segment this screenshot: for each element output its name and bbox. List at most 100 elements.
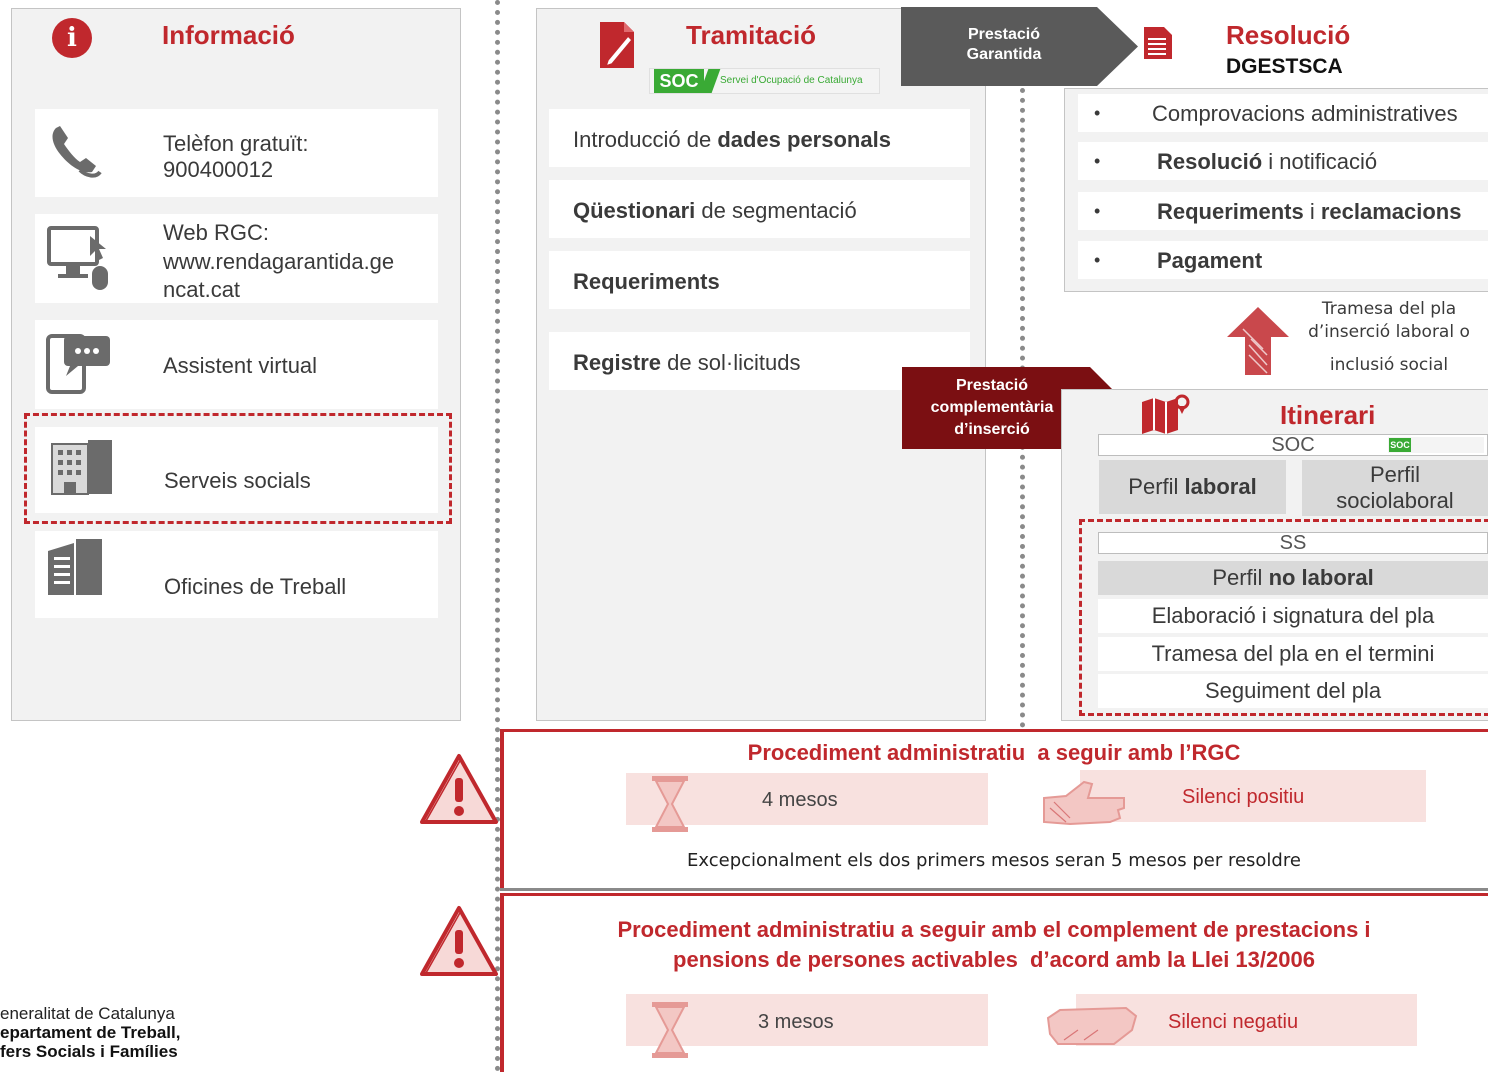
procediment-rgc-title: Procediment administratiu a seguir amb l… bbox=[747, 740, 1241, 765]
procediment-complement-bracket bbox=[500, 893, 504, 1072]
text: i notificació bbox=[1262, 149, 1378, 174]
bullet: • bbox=[1094, 151, 1101, 171]
perfil-no-laboral: Perfil no laboral bbox=[1098, 561, 1488, 595]
bullet: • bbox=[1094, 250, 1101, 270]
soc-logo: SOC Servei d'Ocupació de Catalunya bbox=[649, 68, 880, 94]
map-pin-icon bbox=[1140, 394, 1192, 434]
resolucio-item-pagament: • Pagament bbox=[1078, 241, 1488, 279]
itinerari-soc-label: SOC bbox=[1271, 434, 1315, 456]
text: i bbox=[1303, 199, 1321, 224]
tramitacio-step-registre: Registre de sol·licituds bbox=[549, 332, 970, 390]
chat-tablet-icon bbox=[46, 330, 112, 396]
thumbs-down-icon bbox=[1044, 1004, 1140, 1048]
tramitacio-step-dades: Introducció de dades personals bbox=[549, 109, 970, 167]
arrow-prestacio-garantida bbox=[901, 7, 1138, 86]
hourglass-icon bbox=[650, 1000, 690, 1060]
resolucio-item-text: Pagament bbox=[1157, 248, 1262, 274]
procediment-rgc-top-line bbox=[500, 729, 1488, 732]
tramitacio-step-requeriments: Requeriments bbox=[549, 251, 970, 309]
perfil-bold: laboral bbox=[1184, 474, 1257, 499]
telefon-number: 900400012 bbox=[163, 157, 274, 182]
resolucio-header-bg bbox=[1138, 8, 1488, 93]
tramitacio-step-questionari: Qüestionari de segmentació bbox=[549, 180, 970, 238]
footer-generalitat: eneralitat de Catalunya bbox=[0, 1004, 175, 1023]
arrow-complementaria-line1: Prestació bbox=[955, 377, 1029, 394]
hourglass-icon bbox=[650, 774, 690, 834]
footer-departament-line1: epartament de Treball, bbox=[0, 1023, 181, 1042]
info-item-oficines bbox=[35, 531, 438, 618]
perfil-sociolaboral: Perfil sociolaboral bbox=[1302, 460, 1488, 516]
resolucio-item-resolucio: • Resolució i notificació bbox=[1078, 142, 1488, 180]
perfil-line2: sociolaboral bbox=[1336, 488, 1454, 513]
text-bold: Requeriments bbox=[1157, 199, 1304, 224]
arrow-complementaria-line3: d’inserció bbox=[954, 421, 1030, 438]
arrow-complementaria-line2: complementària bbox=[930, 399, 1054, 416]
perfil-laboral: Perfil laboral bbox=[1099, 460, 1286, 514]
text: Comprovacions administratives bbox=[1152, 101, 1458, 126]
serveis-socials-highlight bbox=[24, 413, 452, 524]
web-url-line2[interactable]: ncat.cat bbox=[163, 277, 241, 302]
soc-logo-short: SOC bbox=[654, 69, 704, 93]
step-text: de segmentació bbox=[695, 198, 857, 223]
info-icon: i bbox=[52, 18, 92, 58]
perfil-text: Perfil bbox=[1212, 565, 1269, 590]
step-bold: Registre bbox=[573, 350, 662, 375]
soc-logo-small-short: SOC bbox=[1389, 438, 1411, 452]
warning-icon bbox=[418, 752, 500, 826]
separator-dotted-left bbox=[495, 0, 500, 1072]
perfil-bold: no laboral bbox=[1268, 565, 1374, 590]
web-label: Web RGC: bbox=[163, 220, 269, 245]
procediment-rgc-bottom-line bbox=[500, 888, 1488, 891]
termini-rgc-text: 4 mesos bbox=[762, 789, 838, 811]
itinerari-ss-label: SS bbox=[1279, 532, 1307, 554]
text-bold: reclamacions bbox=[1320, 199, 1462, 224]
itinerari-title: Itinerari bbox=[1280, 400, 1376, 430]
silenci-complement-text: Silenci negatiu bbox=[1168, 1011, 1299, 1033]
itinerari-step-seguiment: Seguiment del pla bbox=[1098, 674, 1488, 708]
procediment-complement-title-line2: pensions de persones activables d’acord … bbox=[673, 947, 1315, 972]
step-text: de sol·licituds bbox=[661, 350, 801, 375]
informacio-title: Informació bbox=[162, 20, 295, 50]
resolucio-title: Resolució bbox=[1226, 20, 1351, 50]
resolucio-item-text: Comprovacions administratives bbox=[1152, 101, 1458, 127]
thumbs-up-icon bbox=[1040, 778, 1130, 828]
perfil-text: Perfil bbox=[1128, 474, 1185, 499]
procediment-rgc-nota: Excepcionalment els dos primers mesos se… bbox=[687, 850, 1301, 871]
step-bold: dades personals bbox=[717, 127, 891, 152]
up-arrow-icon bbox=[1223, 305, 1293, 377]
resolucio-item-text: Requeriments i reclamacions bbox=[1157, 199, 1461, 225]
bullet: • bbox=[1094, 201, 1101, 221]
phone-icon bbox=[46, 120, 106, 180]
procediment-rgc-bracket bbox=[500, 730, 504, 890]
office-building-icon bbox=[46, 537, 106, 597]
text-bold: Pagament bbox=[1157, 248, 1263, 273]
itinerari-step-tramesa: Tramesa del pla en el termini bbox=[1098, 637, 1488, 671]
info-item-telefon bbox=[35, 109, 438, 197]
tramesa-note-line1: Tramesa del pla bbox=[1321, 299, 1457, 319]
resolucio-item-text: Resolució i notificació bbox=[1157, 149, 1377, 175]
oficines-label: Oficines de Treball bbox=[164, 574, 347, 599]
perfil-line1: Perfil bbox=[1369, 462, 1421, 487]
arrow-garantida-line2: Garantida bbox=[966, 46, 1042, 63]
warning-icon bbox=[418, 904, 500, 978]
telefon-label: Telèfon gratuït: bbox=[163, 131, 309, 156]
arrow-garantida-line1: Prestació bbox=[967, 26, 1041, 43]
bullet: • bbox=[1094, 103, 1101, 123]
tramitacio-title: Tramitació bbox=[686, 20, 817, 50]
itinerari-ss-highlight bbox=[1079, 519, 1488, 716]
footer-departament-line2: fers Socials i Famílies bbox=[0, 1042, 178, 1061]
termini-complement-text: 3 mesos bbox=[758, 1011, 834, 1033]
soc-logo-small: SOC bbox=[1388, 437, 1484, 453]
tramesa-note-line2: d’inserció laboral o bbox=[1308, 322, 1470, 342]
step-bold: Qüestionari bbox=[573, 198, 696, 223]
resolucio-item-requeriments: • Requeriments i reclamacions bbox=[1078, 192, 1488, 230]
procediment-complement-title-line1: Procediment administratiu a seguir amb e… bbox=[617, 917, 1371, 942]
serveis-socials-label: Serveis socials bbox=[164, 468, 311, 493]
document-icon bbox=[1143, 26, 1173, 60]
assistent-label: Assistent virtual bbox=[163, 353, 318, 378]
tramesa-note-line3: inclusió social bbox=[1329, 355, 1449, 375]
building-icon bbox=[50, 438, 114, 498]
silenci-rgc-text: Silenci positiu bbox=[1182, 786, 1305, 808]
procediment-complement-top-line bbox=[500, 893, 1488, 896]
web-url-line1[interactable]: www.rendagarantida.ge bbox=[163, 249, 395, 274]
